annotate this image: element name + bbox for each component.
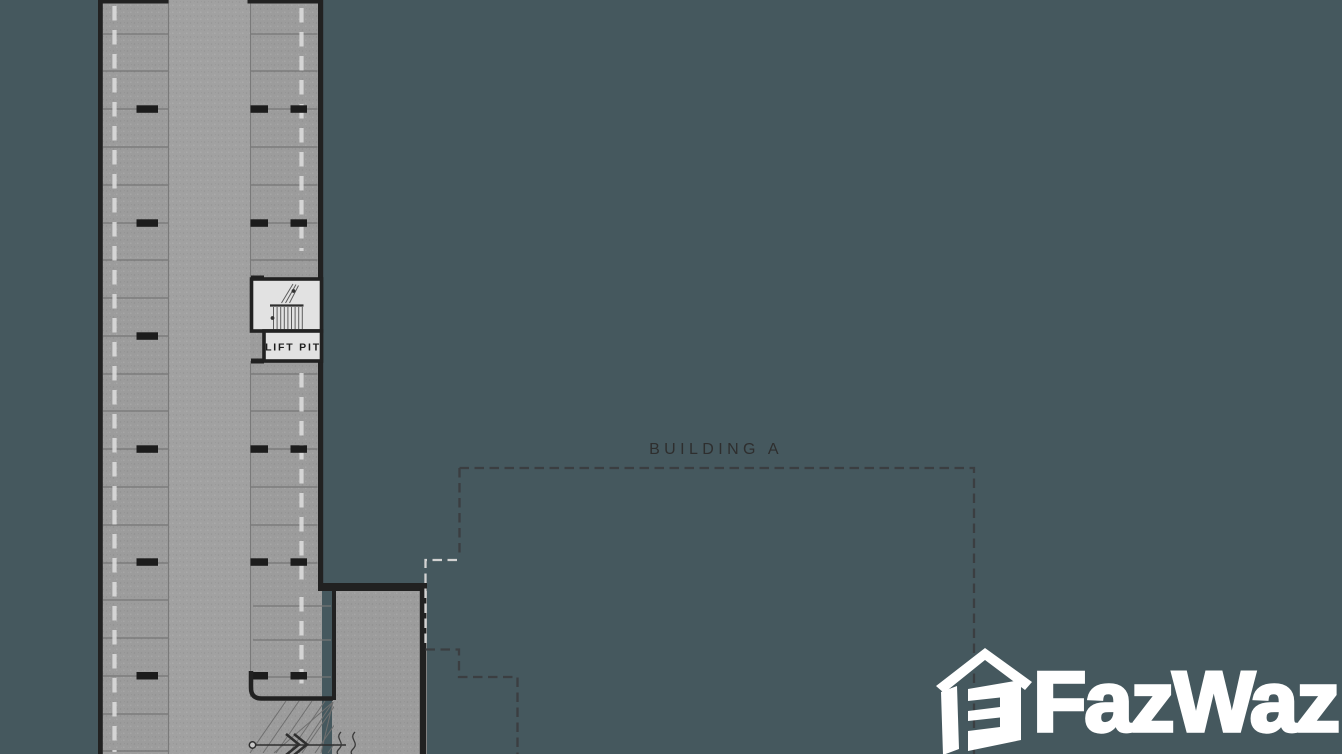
compartment-bottom-wall [248,671,333,701]
house-body-f [968,680,1021,751]
top-wall-right-bay [247,0,323,4]
floor-texture-ext [332,585,427,754]
boundary-lower-steps [425,648,519,754]
fazwaz-watermark: FazWaz [936,648,1342,754]
stair-treads [273,307,303,330]
extension-right-wall [419,588,427,754]
column-blocks [136,0,307,680]
floor-texture [98,0,322,754]
left-wall [98,0,103,754]
building-a-boundary [424,466,976,754]
lift-pit-label: LIFT PIT [265,342,321,354]
top-wall-left-bay [98,0,169,4]
stair-dot-lower [270,316,275,320]
building-a-label: BUILDING A [649,441,783,458]
section-break-marks [336,731,356,754]
stair-upper-run [281,283,299,304]
lift-pit-room [262,329,324,363]
transition-wall [318,583,427,591]
fazwaz-house-icon [936,648,1032,754]
ramp-axis-origin [248,741,257,749]
stair-dot-upper [291,289,296,293]
lift-pit: LIFT PIT [262,329,324,363]
house-left-wall [941,686,959,754]
ramp-direction-arrow [285,732,310,754]
stall-edge-lines [167,0,252,754]
lift-pit-connector-bottom [251,358,264,364]
stair-room [249,277,324,333]
lower-ramp-area [248,700,356,754]
parking-structure: LIFT PIT [98,0,427,754]
fazwaz-wordmark: FazWaz [1033,655,1338,750]
driving-aisle [169,0,250,754]
house-roof [936,648,1032,693]
boundary-top-right [459,466,976,754]
boundary-light-step [424,558,457,648]
stair-core [249,277,324,333]
